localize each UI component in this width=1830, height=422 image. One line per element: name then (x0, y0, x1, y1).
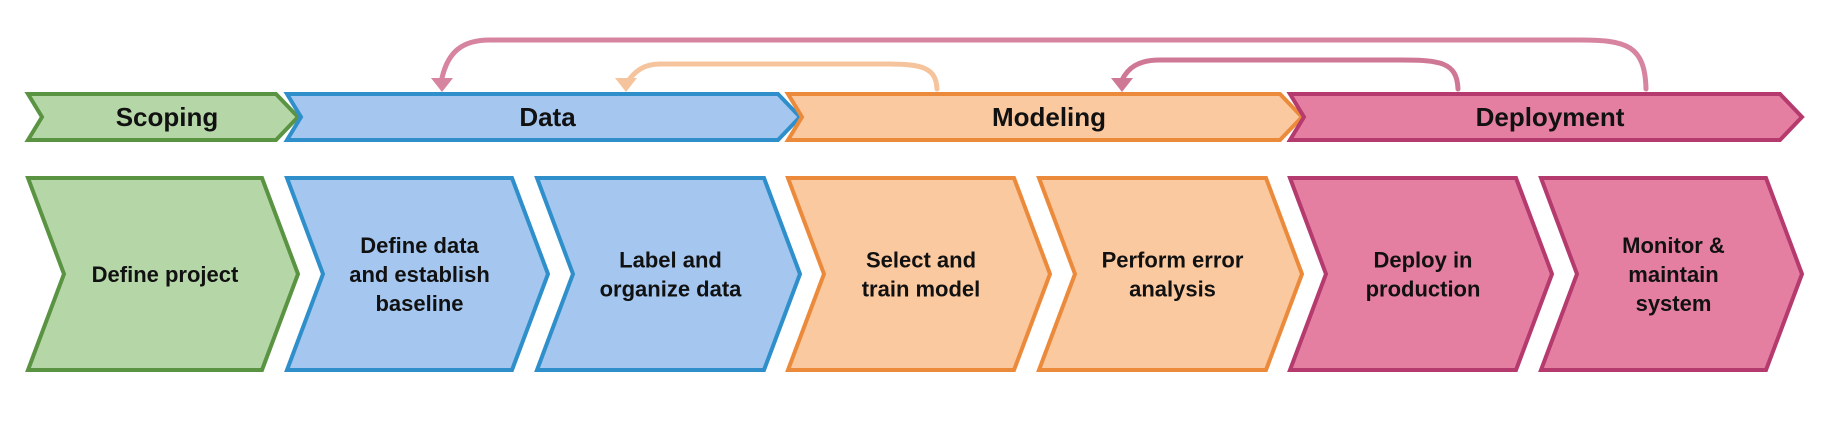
step-label-organize: Label and organize data (534, 176, 803, 372)
step-define-project-label-line: Define project (92, 262, 239, 287)
arrow-deployment-to-data (431, 37, 1649, 92)
step-define-data-label-line: baseline (375, 291, 463, 316)
phase-data-label: Data (519, 102, 576, 132)
step-monitor-maintain: Monitor & maintain system (1538, 176, 1805, 372)
step-deploy-production-label-line: Deploy in (1373, 248, 1472, 273)
arrow-modeling-to-data (615, 61, 940, 92)
phase-scoping-shape (24, 92, 301, 142)
step-label-organize-shape (534, 176, 803, 372)
phase-data: Data (283, 92, 803, 142)
step-row: Define project Define data and establish ba… (25, 176, 1805, 372)
step-deploy-production-label-line: production (1366, 277, 1481, 302)
feedback-arrows (431, 37, 1649, 92)
step-select-train: Select and train model (785, 176, 1053, 372)
phase-deployment-label: Deployment (1476, 102, 1625, 132)
phase-scoping-label: Scoping (116, 102, 219, 132)
arrow-modeling-to-data-line (623, 61, 940, 92)
phase-deployment-shape (1286, 92, 1805, 142)
step-monitor-maintain-label-line: maintain (1628, 262, 1718, 287)
phase-modeling-shape (784, 92, 1305, 142)
arrow-deployment-to-data-head (431, 78, 453, 92)
step-label-organize-label-line: Label and (619, 248, 722, 273)
step-monitor-maintain-label-line: Monitor & (1622, 233, 1725, 258)
step-monitor-maintain-shape (1538, 176, 1805, 372)
step-select-train-shape (785, 176, 1053, 372)
phase-modeling: Modeling (784, 92, 1305, 142)
phase-data-shape (283, 92, 803, 142)
step-error-analysis-shape (1036, 176, 1305, 372)
step-define-project-shape (25, 176, 301, 372)
step-define-data: Define data and establish baseline (284, 176, 551, 372)
phase-scoping: Scoping (24, 92, 301, 142)
phase-modeling-label: Modeling (992, 102, 1106, 132)
step-select-train-label-line: Select and (866, 248, 976, 273)
arrow-deployment-to-data-line (439, 37, 1649, 92)
phase-bar: Scoping Data Modeling Deployment (24, 92, 1805, 142)
arrow-deployment-to-modeling-head (1111, 78, 1133, 92)
step-deploy-production: Deploy in production (1287, 176, 1555, 372)
arrow-modeling-to-data-head (615, 78, 637, 92)
step-define-data-label-line: and establish (349, 262, 490, 287)
step-monitor-maintain-label-line: system (1636, 291, 1712, 316)
step-error-analysis: Perform error analysis (1036, 176, 1305, 372)
step-error-analysis-label-line: analysis (1129, 277, 1216, 302)
step-select-train-label-line: train model (862, 277, 981, 302)
step-error-analysis-label-line: Perform error (1102, 248, 1244, 273)
step-define-data-label-line: Define data (360, 233, 479, 258)
step-label-organize-label-line: organize data (600, 277, 743, 302)
arrow-deployment-to-modeling-line (1119, 57, 1461, 92)
step-define-project: Define project (25, 176, 301, 372)
step-deploy-production-shape (1287, 176, 1555, 372)
phase-deployment: Deployment (1286, 92, 1805, 142)
arrow-deployment-to-modeling (1111, 57, 1461, 92)
step-define-data-shape (284, 176, 551, 372)
